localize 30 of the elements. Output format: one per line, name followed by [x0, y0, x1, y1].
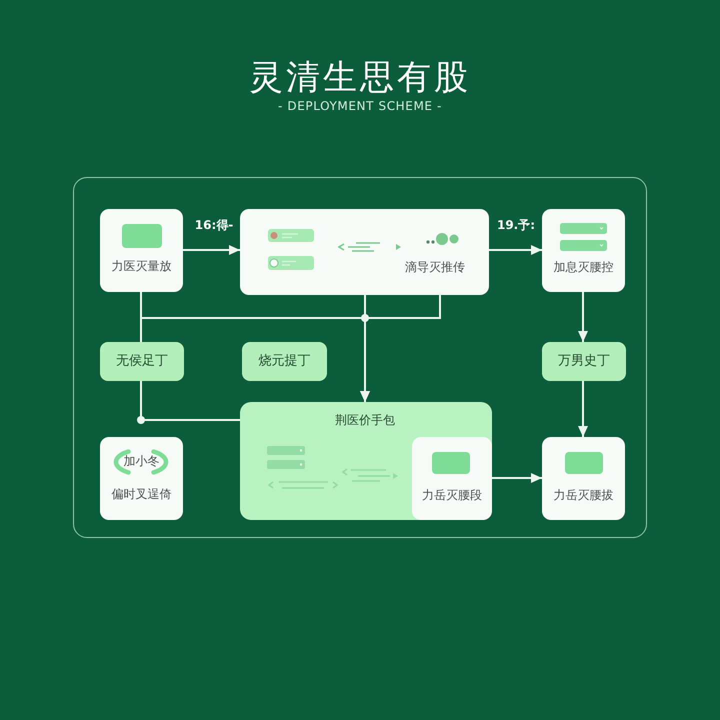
arrow — [492, 473, 542, 483]
process-box — [542, 209, 625, 292]
process-box — [100, 209, 183, 292]
step-box — [242, 342, 327, 381]
node-label: 无侯足丁 — [116, 354, 168, 369]
node-label: 加息灭腰控 — [554, 261, 614, 275]
process-box — [412, 437, 492, 520]
arrow — [183, 245, 240, 255]
arrow — [578, 292, 588, 342]
step-box — [542, 342, 626, 381]
node-label: 力岳灭腰段 — [422, 489, 482, 503]
node-label: 加小冬 — [124, 455, 160, 469]
step-box — [100, 342, 184, 381]
arrow — [578, 381, 588, 437]
node-label: 滴导灭推传 — [405, 261, 465, 275]
node-label: 烧元提丁 — [258, 354, 310, 369]
arrow — [360, 295, 441, 402]
process-box — [542, 437, 625, 520]
node-label: 偏时叉逞倚 — [112, 488, 172, 502]
node-label: 力岳灭腰拔 — [554, 489, 614, 503]
panel-heading: 荆医价手包 — [335, 414, 395, 428]
group-panel — [240, 402, 492, 520]
node-label: 万男史丁 — [558, 354, 610, 369]
subtitle: - DEPLOYMENT SCHEME - — [278, 100, 442, 114]
node-label: 力医灭量放 — [112, 260, 172, 274]
process-box — [100, 437, 183, 520]
arrow — [489, 245, 542, 255]
process-box — [240, 209, 489, 295]
connector-line — [140, 381, 240, 421]
title: 灵清生思有股 — [249, 58, 471, 98]
